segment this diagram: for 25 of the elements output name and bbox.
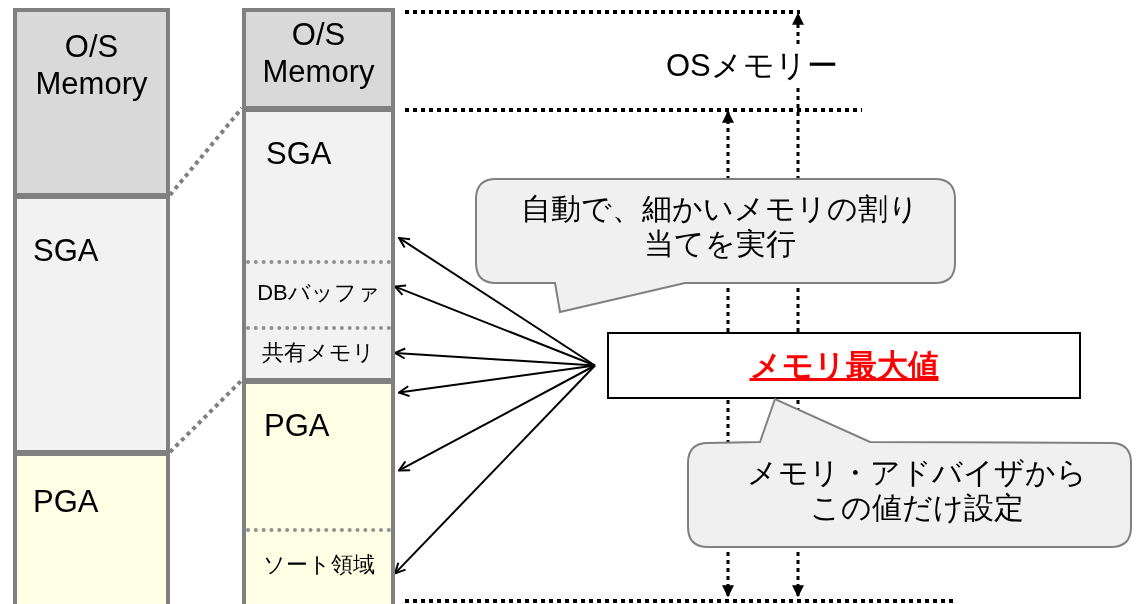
node-label: 共有メモリ [261,340,376,366]
memory-block [242,108,395,382]
node-label: O/S Memory [34,28,149,103]
dashed-line [168,106,244,197]
node-label: O/S Memory [261,16,376,91]
memory-block [13,195,170,454]
node-label: PGA [264,408,330,444]
node-label: 自動で、細かいメモリの割り当てを実行 [520,192,920,261]
node-label: SGA [266,136,332,172]
memory-block [242,380,395,604]
arrow [394,364,596,575]
node-label: ソート領域 [261,552,376,578]
value-box [607,332,1081,399]
arrow [398,364,596,472]
node-label: PGA [33,484,99,520]
memory-block [13,8,170,197]
node-label: DBバッファ [256,280,381,306]
highlight-text: メモリ最大値 [748,348,940,384]
memory-block [13,452,170,604]
node-label: SGA [33,233,99,269]
node-label: メモリ・アドバイザからこの値だけ設定 [747,456,1087,525]
memory-block [242,8,395,110]
dashed-line [168,378,244,454]
arrow [394,284,596,367]
arrow [398,236,596,367]
